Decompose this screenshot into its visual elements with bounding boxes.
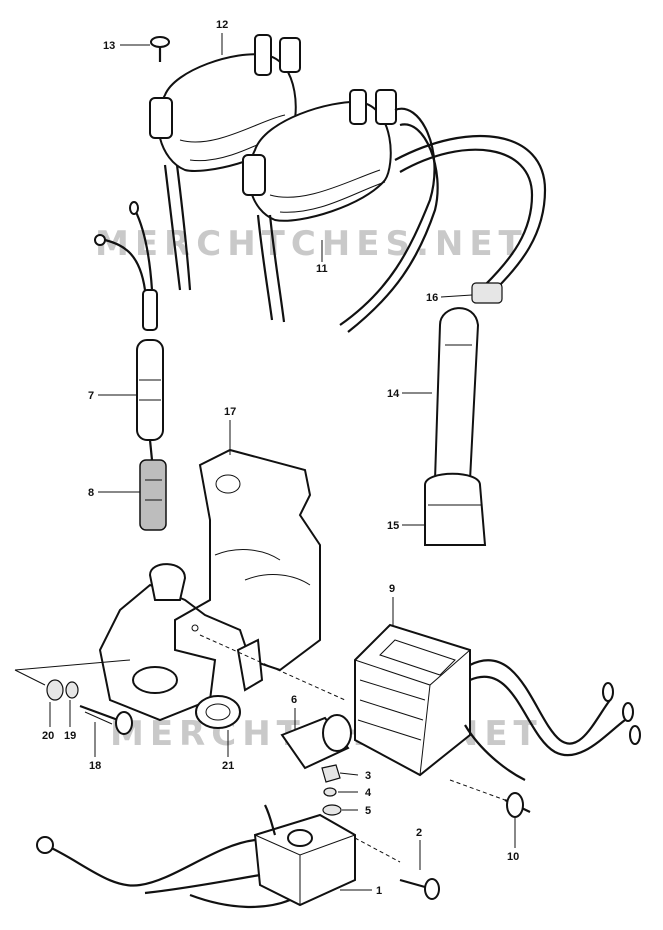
callouts: 1 2 3 4 5 6 7 8 9 10 11 12 13 14 15 16 1… bbox=[42, 19, 519, 897]
grommet-21 bbox=[195, 695, 241, 729]
callout-14: 14 bbox=[387, 388, 400, 400]
screw-13 bbox=[150, 36, 170, 62]
callout-19: 19 bbox=[64, 730, 76, 742]
screw-2 bbox=[399, 878, 440, 900]
callout-11: 11 bbox=[316, 263, 328, 275]
callout-20: 20 bbox=[42, 730, 54, 742]
lead-wire-assembly bbox=[94, 201, 167, 531]
callout-16: 16 bbox=[426, 292, 438, 304]
assembly-lines bbox=[14, 634, 506, 863]
callout-5: 5 bbox=[365, 805, 371, 817]
cdi-unit bbox=[354, 623, 641, 781]
callout-17: 17 bbox=[224, 406, 236, 418]
screw-10 bbox=[504, 792, 531, 818]
ignition-coil-lower bbox=[242, 89, 397, 323]
callout-7: 7 bbox=[88, 390, 94, 402]
clamp-16 bbox=[471, 282, 503, 304]
watermark-top: MERCHTCHES.NET bbox=[95, 224, 528, 264]
callout-2: 2 bbox=[416, 827, 422, 839]
callout-6: 6 bbox=[291, 694, 297, 706]
starter-relay bbox=[36, 804, 356, 909]
plug-cap bbox=[424, 282, 503, 546]
callout-21: 21 bbox=[222, 760, 234, 772]
cap-6 bbox=[280, 714, 352, 770]
callout-8: 8 bbox=[88, 487, 94, 499]
callout-15: 15 bbox=[387, 520, 399, 532]
screw-washers-18-19-20 bbox=[46, 679, 133, 735]
high-tension-leads bbox=[339, 107, 547, 333]
callout-3: 3 bbox=[365, 770, 371, 782]
callout-9: 9 bbox=[389, 583, 395, 595]
callout-18: 18 bbox=[89, 760, 101, 772]
callout-12: 12 bbox=[216, 19, 228, 31]
callout-4: 4 bbox=[365, 787, 372, 799]
callout-10: 10 bbox=[507, 851, 519, 863]
callout-1: 1 bbox=[376, 885, 382, 897]
nut-washers-3-4-5 bbox=[321, 764, 342, 816]
bracket-hole bbox=[132, 666, 178, 694]
callout-13: 13 bbox=[103, 40, 115, 52]
mounting-bracket bbox=[98, 448, 321, 722]
